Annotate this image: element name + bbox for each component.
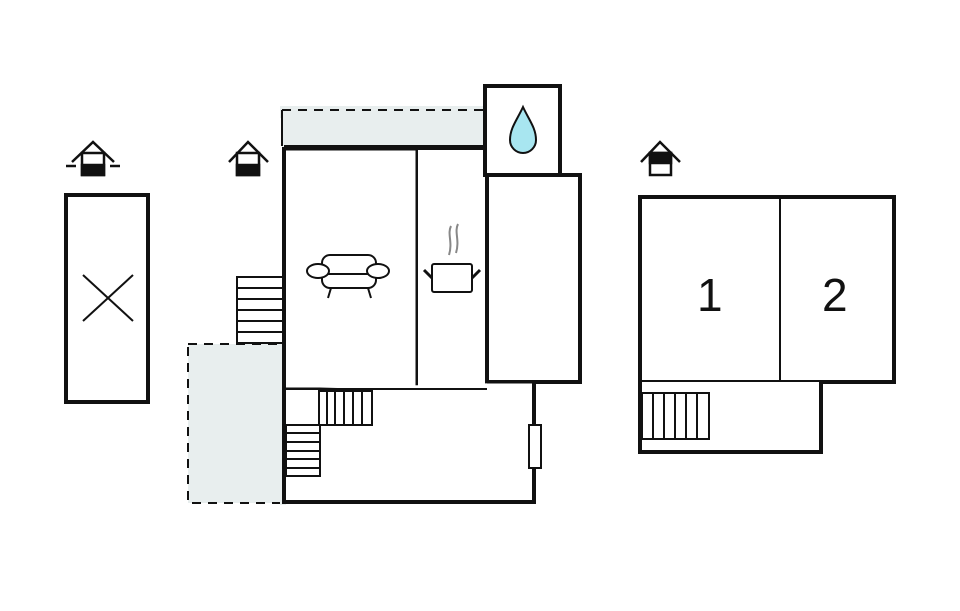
utility-room [485, 173, 582, 384]
bedroom-1-label: 1 [697, 269, 723, 321]
stairs-exterior [236, 276, 284, 344]
sofa-icon [306, 254, 390, 299]
bedroom-2-label: 2 [822, 269, 848, 321]
floor-level-icon-outbuilding [66, 140, 120, 177]
floor-level-icon-upper [640, 140, 681, 177]
outbuilding [64, 193, 150, 404]
cooking-pot-icon [422, 223, 482, 293]
floor-level-icon-ground [228, 140, 269, 177]
window-icon [528, 424, 542, 469]
stairs-interior [285, 390, 373, 477]
stairs-upper [641, 392, 710, 440]
upper-floor [638, 195, 896, 454]
terrace-left [187, 343, 284, 504]
water-drop-icon [508, 104, 538, 154]
x-mark-icon [82, 274, 134, 322]
